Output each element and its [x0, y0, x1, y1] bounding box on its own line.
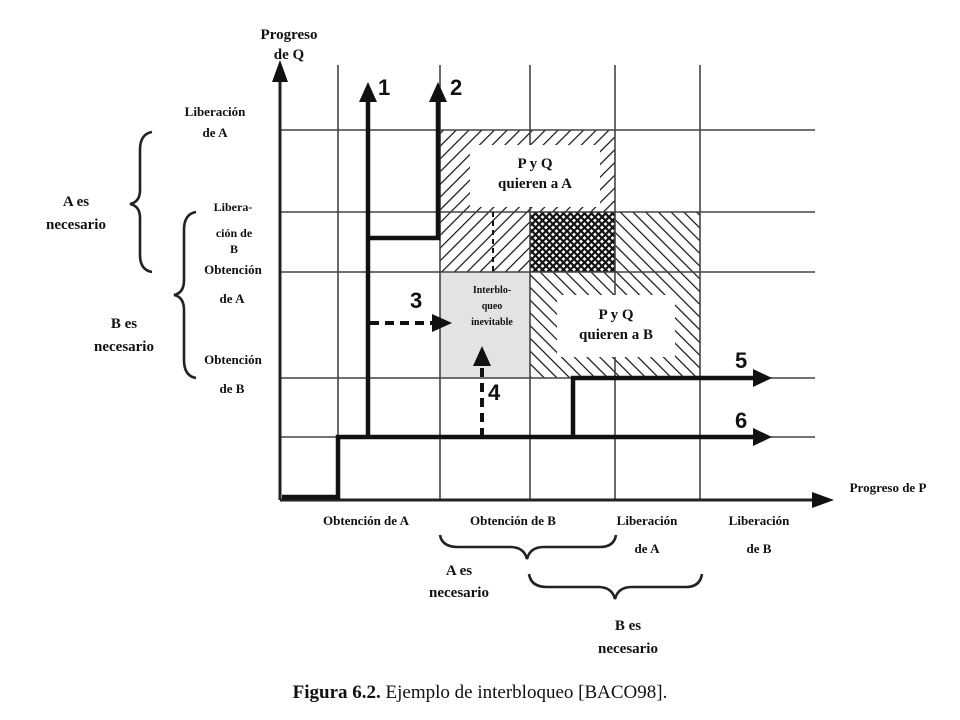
region-label-deadlock-2: queo — [482, 301, 503, 312]
x-label-obtencion-a: Obtención de A — [323, 513, 410, 528]
x-label-liberacion-b-1: Liberación — [729, 513, 790, 528]
region-label-pq-a-2: quieren a A — [498, 176, 572, 192]
y-axis-title-2: de Q — [274, 47, 305, 63]
y-label-liberacion-a-2: de A — [203, 125, 229, 140]
trajectory-label-5: 5 — [735, 348, 747, 373]
x-label-liberacion-b-2: de B — [747, 541, 772, 556]
trajectory-label-6: 6 — [735, 408, 747, 433]
brace-x-b — [527, 573, 704, 600]
x-label-liberacion-a-2: de A — [635, 541, 661, 556]
trajectory-2-arrowhead — [429, 82, 447, 102]
caption-text: Ejemplo de interbloqueo [BACO98]. — [385, 682, 668, 703]
trajectory-label-4: 4 — [488, 380, 501, 405]
trajectory-2 — [368, 100, 441, 241]
y-label-liberacion-a-1: Liberación — [185, 104, 246, 119]
brace-x-a — [438, 534, 618, 560]
brace-y-a — [129, 130, 153, 274]
trajectory-label-1: 1 — [378, 75, 390, 100]
x-label-b-necesario-2: necesario — [598, 641, 658, 657]
x-label-a-necesario-2: necesario — [429, 585, 489, 601]
y-label-obtencion-b-1: Obtención — [204, 352, 263, 367]
x-label-liberacion-a-1: Liberación — [617, 513, 678, 528]
trajectory-5 — [570, 375, 755, 437]
y-label-obtencion-b-2: de B — [220, 381, 245, 396]
y-label-liberacion-b-2: ción de — [216, 226, 253, 240]
x-label-a-necesario-1: A es — [446, 563, 472, 579]
trajectory-5-arrowhead — [753, 369, 772, 387]
y-label-a-necesario-1: A es — [63, 194, 89, 210]
brace-y-b — [173, 210, 197, 380]
x-label-b-necesario-1: B es — [615, 618, 641, 634]
region-label-deadlock-1: Interblo- — [473, 285, 511, 296]
y-label-obtencion-a-1: Obtención — [204, 262, 263, 277]
trajectory-label-3: 3 — [410, 288, 422, 313]
region-label-deadlock-3: inevitable — [471, 317, 513, 328]
trajectory-4-arrowhead — [473, 346, 491, 366]
region-label-pq-b-2: quieren a B — [579, 327, 653, 343]
y-label-a-necesario-2: necesario — [46, 217, 106, 233]
y-label-liberacion-b-1: Libera- — [214, 200, 253, 214]
y-label-obtencion-a-2: de A — [220, 291, 246, 306]
region-label-pq-b-1: P y Q — [598, 307, 633, 323]
y-label-liberacion-b-3: B — [230, 242, 238, 256]
trajectory-6-arrowhead — [753, 428, 772, 446]
label-box-pq-a — [470, 145, 600, 207]
figure-caption: Figura 6.2. Ejemplo de interbloqueo [BAC… — [0, 682, 960, 704]
caption-figure-number: Figura 6.2. — [292, 682, 381, 703]
trajectory-1-arrowhead — [359, 82, 377, 102]
trajectory-3-arrowhead — [432, 314, 452, 332]
x-axis-arrowhead — [812, 492, 834, 508]
label-box-pq-b — [557, 295, 675, 357]
y-axis-title-1: Progreso — [261, 27, 318, 43]
trajectory-label-2: 2 — [450, 75, 462, 100]
x-axis-title: Progreso de P — [850, 480, 927, 495]
trajectory-6 — [282, 434, 755, 500]
y-axis-arrowhead — [272, 60, 288, 82]
region-overlap — [530, 212, 615, 272]
region-label-pq-a-1: P y Q — [517, 156, 552, 172]
y-label-b-necesario-1: B es — [111, 316, 137, 332]
x-label-obtencion-b: Obtención de B — [470, 513, 556, 528]
y-label-b-necesario-2: necesario — [94, 339, 154, 355]
